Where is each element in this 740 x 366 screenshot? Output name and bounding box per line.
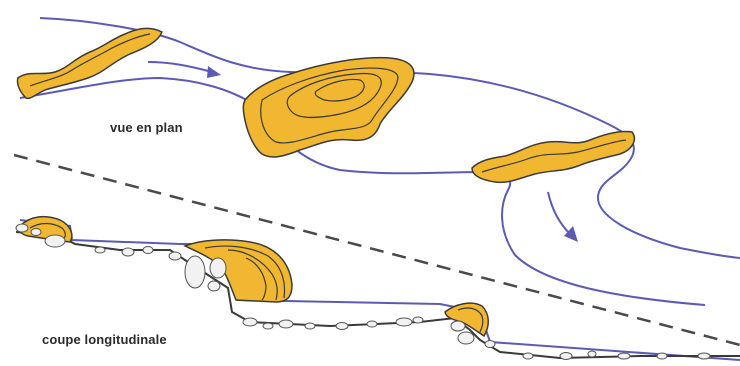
pebble (698, 353, 710, 359)
plan-view-panel (17, 18, 740, 305)
longitudinal-section-label: coupe longitudinale (42, 332, 167, 347)
pebble (143, 247, 153, 254)
pebble (45, 235, 65, 247)
pebble (560, 353, 572, 360)
pebble (31, 229, 41, 236)
pebble (243, 318, 257, 326)
pebble (588, 351, 596, 357)
plan-central-bar (243, 58, 414, 157)
pebble (485, 341, 495, 348)
plan-downstream-bar (472, 131, 634, 182)
pebble (458, 332, 474, 344)
pebble (95, 247, 105, 253)
flow-direction-arrow-icon (548, 192, 578, 242)
pebble (413, 317, 423, 323)
plan-upstream-bar (17, 28, 162, 98)
pebble (185, 256, 205, 288)
pebble (122, 248, 134, 256)
pebble (208, 281, 220, 291)
pebble (279, 320, 293, 328)
pebble (169, 252, 181, 260)
flow-direction-arrow-icon (148, 62, 221, 78)
pebble (263, 323, 273, 329)
pebble (16, 224, 28, 232)
pebble (367, 321, 377, 327)
pebble (657, 353, 667, 359)
pebble (523, 353, 533, 359)
pebble (210, 258, 226, 278)
pebble (305, 323, 315, 329)
pebble (451, 321, 465, 331)
pebble (396, 318, 412, 326)
plan-view-label: vue en plan (110, 120, 183, 135)
pebble (336, 323, 348, 330)
pebble (618, 353, 630, 359)
